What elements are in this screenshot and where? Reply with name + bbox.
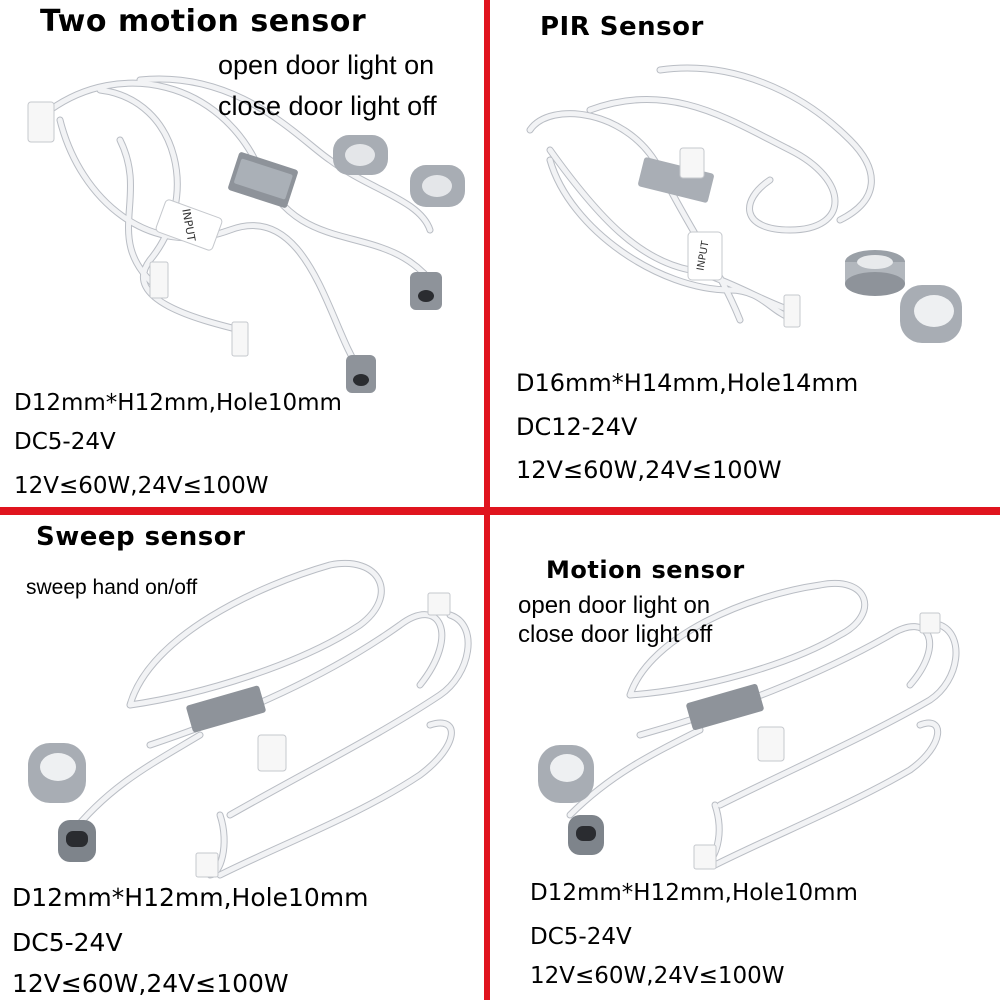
spec-dimensions: D12mm*H12mm,Hole10mm: [12, 883, 369, 912]
input-label-text: INPUT: [179, 208, 198, 243]
panel-title: Motion sensor: [546, 556, 745, 584]
spec-voltage: DC5-24V: [530, 924, 632, 950]
spec-voltage: DC12-24V: [516, 413, 638, 441]
panel-note-2: close door light off: [218, 91, 437, 121]
spec-power: 12V≤60W,24V≤100W: [12, 969, 289, 998]
panel-pir-sensor: INPUT PIR Sensor D16mm*H14mm,Hole14mm DC…: [490, 0, 1000, 507]
pir-sensor-head-icon: [845, 250, 905, 296]
vertical-divider: [484, 0, 490, 1000]
panel-motion-sensor: Motion sensor open door light on close d…: [490, 515, 1000, 1000]
mounting-clip-icon: [28, 743, 86, 803]
horizontal-divider: [0, 507, 1000, 515]
panel-title: PIR Sensor: [540, 12, 704, 42]
panel-title: Sweep sensor: [36, 522, 246, 552]
spec-dimensions: D12mm*H12mm,Hole10mm: [14, 390, 342, 416]
mounting-clip-icon: [900, 285, 962, 343]
panel-note-1: open door light on: [218, 50, 435, 80]
spec-dimensions: D12mm*H12mm,Hole10mm: [530, 880, 858, 906]
sweep-sensor-product-photo: [28, 560, 472, 879]
mounting-clip-icon: [538, 745, 594, 803]
spec-power: 12V≤60W,24V≤100W: [530, 963, 785, 989]
two-motion-sensor-product-photo: INPUT: [27, 75, 465, 393]
mounting-clip-icon: [333, 135, 465, 207]
sweep-sensor-head-icon: [58, 820, 96, 862]
sensor-head-icon: [346, 272, 442, 393]
motion-sensor-product-photo: [538, 580, 960, 870]
spec-voltage: DC5-24V: [14, 429, 116, 455]
panel-title: Two motion sensor: [40, 4, 367, 39]
input-label-text: INPUT: [695, 239, 711, 271]
pir-sensor-product-photo: INPUT: [526, 64, 962, 343]
spec-power: 12V≤60W,24V≤100W: [516, 456, 782, 484]
panel-note-2: close door light off: [518, 621, 713, 648]
spec-dimensions: D16mm*H14mm,Hole14mm: [516, 369, 859, 397]
spec-power: 12V≤60W,24V≤100W: [14, 473, 269, 499]
panel-note-1: open door light on: [518, 592, 711, 619]
panel-note-1: sweep hand on/off: [26, 576, 198, 599]
panel-two-motion-sensor: INPUT Two motion sensor open door light …: [0, 0, 484, 507]
spec-voltage: DC5-24V: [12, 928, 123, 957]
panel-sweep-sensor: Sweep sensor sweep hand on/off D12mm*H12…: [0, 515, 484, 1000]
sensor-head-icon: [568, 815, 604, 855]
